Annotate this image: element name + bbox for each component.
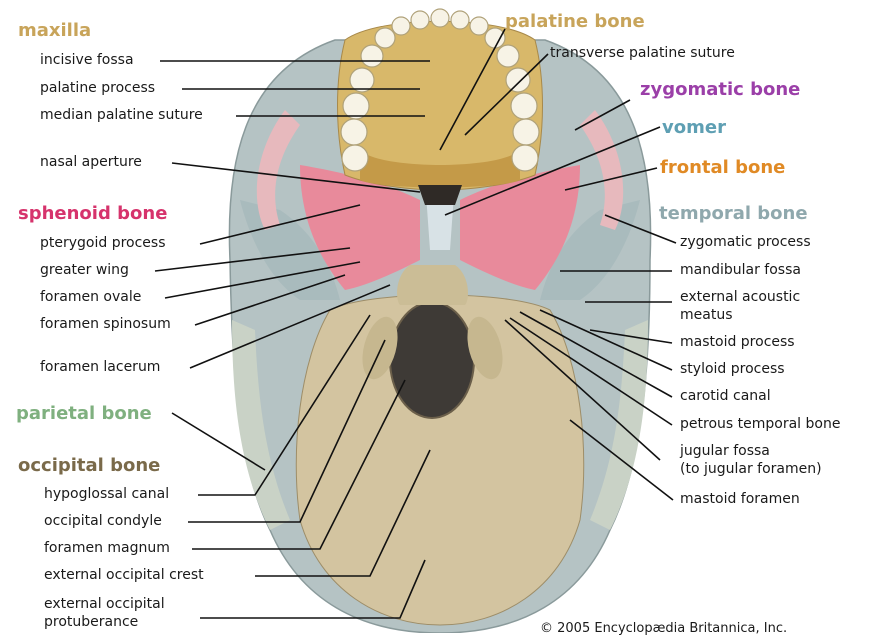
heading-parietal: parietal bone (16, 403, 152, 425)
label-external-occipital-crest: external occipital crest (44, 567, 204, 584)
label-transverse-palatine-suture: transverse palatine suture (550, 45, 735, 62)
label-nasal-aperture: nasal aperture (40, 154, 142, 171)
label-zygomatic-process: zygomatic process (680, 234, 811, 251)
label-mandibular-fossa: mandibular fossa (680, 262, 801, 279)
label-external-occipital-protuberance-1: external occipital (44, 596, 165, 613)
label-greater-wing: greater wing (40, 262, 129, 279)
label-jugular-fossa-2: (to jugular foramen) (680, 461, 822, 478)
label-incisive-fossa: incisive fossa (40, 52, 134, 69)
foramen-magnum-hole (390, 302, 474, 418)
heading-zygomatic: zygomatic bone (640, 79, 800, 101)
label-occipital-condyle: occipital condyle (44, 513, 162, 530)
copyright-notice: © 2005 Encyclopædia Britannica, Inc. (540, 620, 787, 637)
heading-temporal: temporal bone (659, 203, 808, 225)
label-styloid-process: styloid process (680, 361, 785, 378)
label-foramen-ovale: foramen ovale (40, 289, 141, 306)
heading-maxilla: maxilla (18, 20, 91, 42)
heading-vomer: vomer (662, 117, 726, 139)
heading-palatine: palatine bone (505, 11, 645, 33)
label-carotid-canal: carotid canal (680, 388, 771, 405)
label-hypoglossal-canal: hypoglossal canal (44, 486, 169, 503)
label-foramen-spinosum: foramen spinosum (40, 316, 171, 333)
label-foramen-lacerum: foramen lacerum (40, 359, 160, 376)
label-palatine-process: palatine process (40, 80, 155, 97)
label-pterygoid-process: pterygoid process (40, 235, 166, 252)
label-mastoid-foramen: mastoid foramen (680, 491, 800, 508)
heading-sphenoid: sphenoid bone (18, 203, 167, 225)
label-external-acoustic-2: meatus (680, 307, 733, 324)
label-median-palatine-suture: median palatine suture (40, 107, 203, 124)
label-external-occipital-protuberance-2: protuberance (44, 614, 138, 631)
label-mastoid-process: mastoid process (680, 334, 795, 351)
label-jugular-fossa-1: jugular fossa (680, 443, 770, 460)
heading-frontal: frontal bone (660, 157, 785, 179)
label-external-acoustic-1: external acoustic (680, 289, 800, 306)
heading-occipital: occipital bone (18, 455, 160, 477)
label-foramen-magnum: foramen magnum (44, 540, 170, 557)
label-petrous-temporal-bone: petrous temporal bone (680, 416, 840, 433)
